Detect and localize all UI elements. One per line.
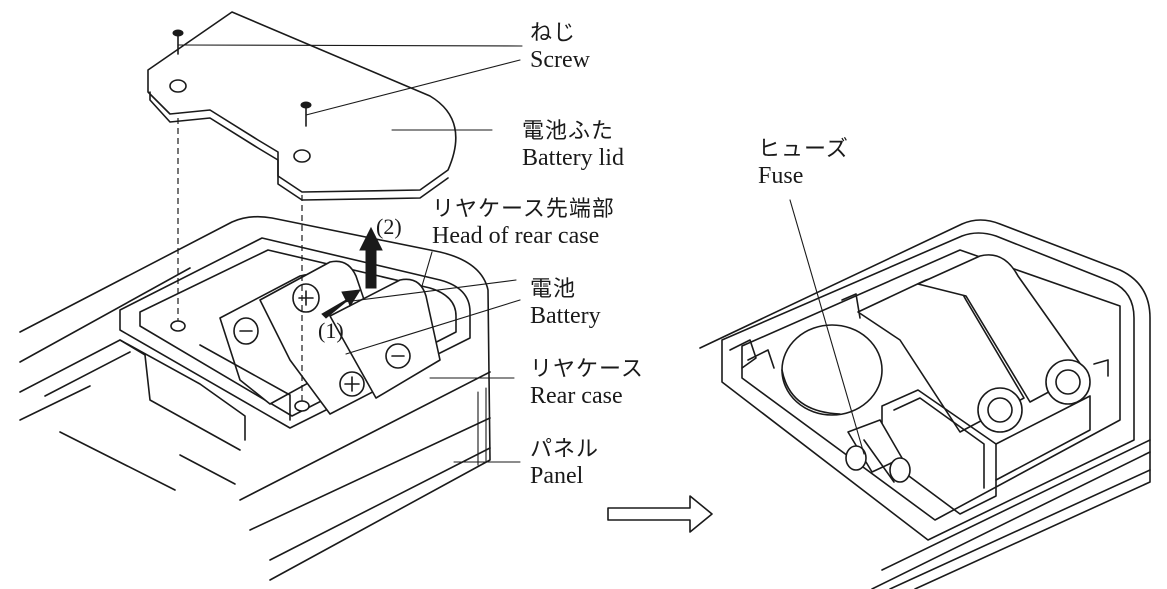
- label-rear-case: リヤケース Rear case: [530, 356, 644, 410]
- battery-compartment: [199, 260, 441, 421]
- up-arrow-icon: [359, 226, 383, 289]
- battery-lid-part: [147, 11, 457, 201]
- leader-lines: [177, 44, 523, 463]
- label-battery: 電池 Battery: [530, 276, 601, 330]
- label-panel: パネル Panel: [530, 436, 599, 490]
- label-fuse-jp: ヒューズ: [758, 137, 849, 162]
- label-panel-en: Panel: [530, 463, 584, 489]
- label-panel-jp: パネル: [530, 437, 600, 462]
- battery-compartment-right: [781, 254, 1091, 515]
- rear-case-left: [19, 215, 491, 581]
- fuse-part: [845, 419, 911, 483]
- hollow-right-arrow-icon: [607, 495, 713, 533]
- slide-arrow-icon: [321, 289, 361, 319]
- label-screw-jp: ねじ: [530, 21, 577, 46]
- step-1-label: (1): [318, 318, 344, 343]
- label-battery-en: Battery: [530, 303, 601, 329]
- label-screw-en: Screw: [530, 47, 590, 73]
- label-rear-case-jp: リヤケース: [530, 357, 644, 382]
- label-battery-lid: 電池ふた Battery lid: [522, 118, 624, 172]
- battery-minus-icon: [239, 330, 405, 357]
- screw-icon: [300, 101, 312, 127]
- screw-icon: [172, 29, 184, 55]
- label-head-of-rear-case-en: Head of rear case: [432, 223, 600, 249]
- step-2-label: (2): [376, 214, 402, 239]
- label-fuse-en: Fuse: [758, 163, 804, 189]
- label-fuse: ヒューズ Fuse: [758, 136, 849, 190]
- label-battery-lid-jp: 電池ふた: [522, 119, 615, 144]
- label-head-of-rear-case: リヤケース先端部 Head of rear case: [432, 196, 615, 250]
- rear-case-right: [699, 219, 1151, 589]
- battery-plus-icon: [298, 290, 360, 392]
- case-screw-hole: [170, 320, 186, 332]
- label-battery-jp: 電池: [530, 277, 577, 302]
- label-screw: ねじ Screw: [530, 20, 590, 74]
- fuse-leader-line: [789, 199, 865, 455]
- label-head-of-rear-case-jp: リヤケース先端部: [432, 197, 615, 222]
- case-screw-hole: [294, 400, 310, 412]
- label-battery-lid-en: Battery lid: [522, 145, 624, 171]
- alignment-guides: [177, 88, 303, 405]
- label-rear-case-en: Rear case: [530, 383, 623, 409]
